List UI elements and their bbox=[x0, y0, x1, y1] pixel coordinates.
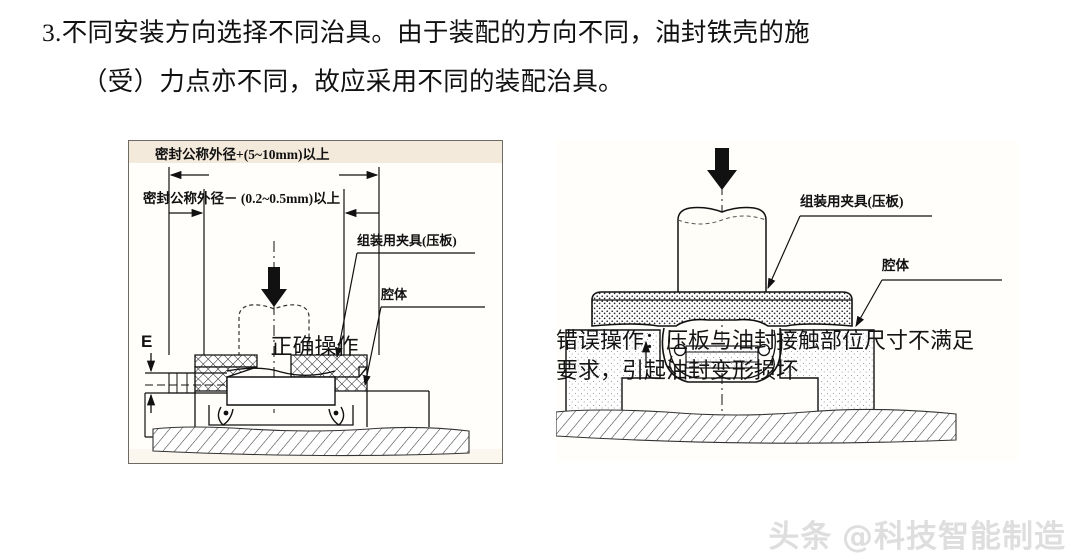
left-caption-text: 正确操作 bbox=[270, 334, 359, 359]
right-diagram-panel: 组装用夹具(压板) 腔体 bbox=[556, 140, 1018, 462]
watermark-name: 科技智能制造 bbox=[874, 519, 1066, 554]
watermark-at-icon: @ bbox=[842, 519, 874, 555]
right-caption-line-1: 错误操作：压板与油封接触部位尺寸不满足 bbox=[556, 328, 975, 353]
header-line-2: （受）力点亦不同，故应采用不同的装配治具。 bbox=[82, 67, 624, 96]
figure-area: 密封公称外径+(5~10mm)以上 密封公称外径－ (0.2~0.5mm)以上 bbox=[0, 136, 1080, 496]
left-dim-bottom-label: 密封公称外径－ (0.2~0.5mm)以上 bbox=[142, 190, 341, 206]
right-diagram-drawing: 组装用夹具(压板) 腔体 bbox=[556, 140, 1018, 462]
header-line-1: 3.不同安装方向选择不同治具。由于装配的方向不同，油封铁壳的施 bbox=[42, 18, 810, 47]
header-paragraph: 3.不同安装方向选择不同治具。由于装配的方向不同，油封铁壳的施 （受）力点亦不同… bbox=[42, 8, 1052, 106]
right-label-cavity: 腔体 bbox=[881, 257, 910, 273]
right-caption-line-2: 要求，引起油封变形损坏 bbox=[556, 358, 799, 383]
watermark: 头条 @科技智能制造 bbox=[768, 511, 1066, 556]
right-label-fixture: 组装用夹具(压板) bbox=[800, 193, 904, 209]
left-panel-top-band bbox=[129, 141, 502, 163]
watermark-prefix: 头条 bbox=[768, 519, 833, 554]
left-dim-e-label: E bbox=[141, 332, 152, 351]
right-figure-caption: 错误操作：压板与油封接触部位尺寸不满足 要求，引起油封变形损坏 bbox=[556, 326, 1026, 386]
left-diagram-drawing: 密封公称外径+(5~10mm)以上 密封公称外径－ (0.2~0.5mm)以上 bbox=[129, 141, 502, 463]
left-diagram-panel: 密封公称外径+(5~10mm)以上 密封公称外径－ (0.2~0.5mm)以上 bbox=[128, 140, 503, 464]
left-label-fixture: 组装用夹具(压板) bbox=[357, 233, 457, 248]
left-dim-top-label: 密封公称外径+(5~10mm)以上 bbox=[154, 146, 330, 162]
left-figure-caption: 正确操作 bbox=[128, 332, 501, 362]
left-label-cavity: 腔体 bbox=[380, 287, 408, 302]
